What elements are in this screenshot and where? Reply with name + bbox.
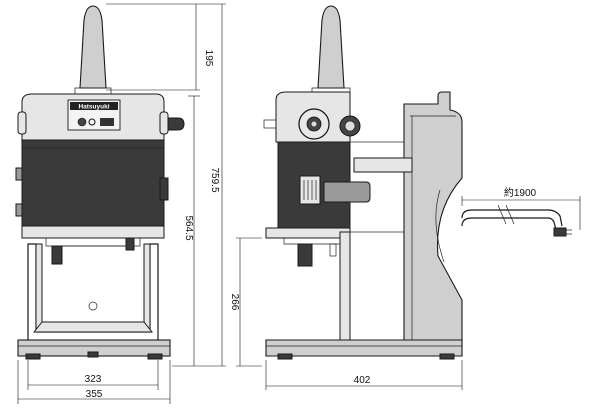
dim-base-height: 266 [229,294,240,311]
dim-front-width-inner: 323 [85,374,102,385]
front-center-hole [88,301,98,311]
front-top-spout [79,5,107,89]
front-width-dimensions: 323 355 [17,360,171,404]
front-right-foot-knob [125,237,135,251]
front-left-latch [15,167,23,181]
front-right-knob [159,111,169,135]
dim-total-height: 759.5 [209,167,220,192]
side-foot-knob [297,243,313,267]
side-base [265,339,463,357]
dim-front-width-outer: 355 [86,389,103,400]
side-back-tower [403,91,463,347]
vertical-dimensions: 195 759.5 564.5 [106,3,226,367]
brand-label: Hatsuyuki [78,104,109,111]
front-right-handle [167,117,185,131]
front-main-body [21,139,165,227]
side-top-spout [317,5,345,89]
dim-cord-length: 約1900 [504,186,537,199]
front-tray [32,321,154,333]
side-lever [323,181,371,203]
side-blade-plate [265,227,351,239]
dim-top-height: 195 [203,50,214,67]
front-right-latch [159,177,169,201]
front-left-knob [17,111,27,135]
cord-plug [553,227,567,237]
front-view: Hatsuyuki [15,5,185,360]
side-column [339,231,351,343]
side-handle-bar [353,157,413,173]
power-cord: 約1900 [461,186,581,237]
dim-body-height: 564.5 [183,215,194,240]
power-button [77,117,87,127]
side-dimensions: 266 402 [229,237,463,390]
dim-side-depth: 402 [354,375,371,386]
front-left-latch-2 [15,203,23,217]
side-view [263,5,463,360]
front-left-foot-knob [51,245,63,265]
front-blade-plate [21,225,165,239]
